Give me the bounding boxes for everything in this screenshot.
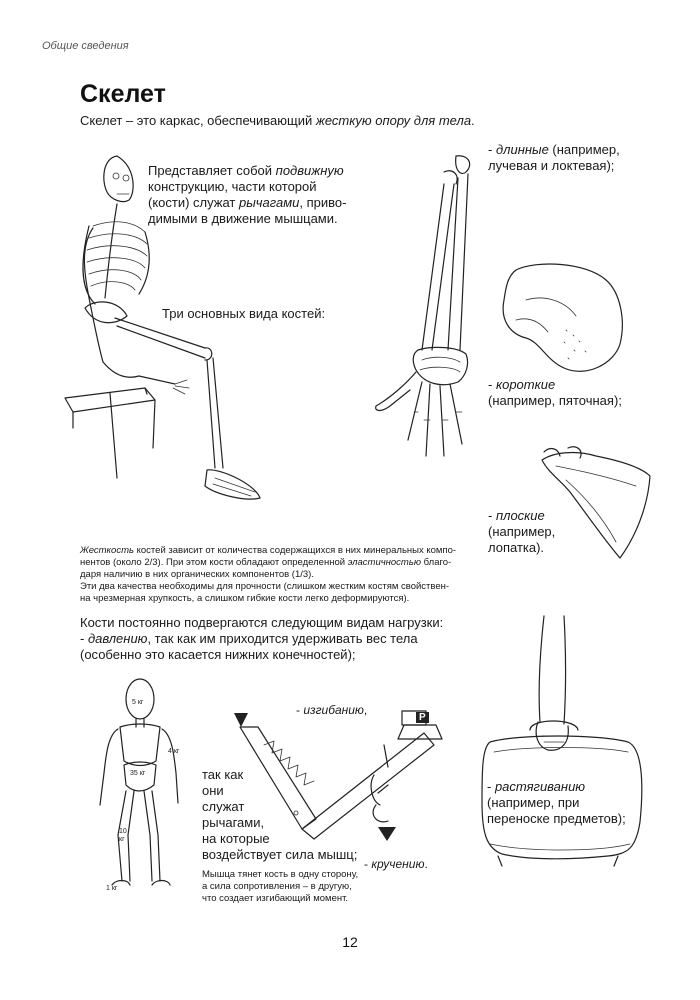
moment-note: Мышца тянет кость в одну сторону, а сила… — [202, 869, 359, 904]
page-title: Скелет — [80, 80, 166, 108]
page-number: 12 — [342, 934, 358, 950]
section-header: Общие сведения — [42, 40, 129, 52]
forearm-illustration — [375, 155, 471, 457]
mannequin-illustration — [99, 678, 179, 886]
intro-paragraph: Скелет – это каркас, обеспечивающий жест… — [80, 113, 475, 128]
weight-foot: 1 кг — [106, 885, 118, 892]
description-paragraph: Представляет собой подвижную конструкцию… — [148, 163, 347, 226]
scapula-illustration — [541, 446, 651, 559]
tension-label: - растягиванию (например, при переноске … — [487, 779, 626, 826]
short-bones-label: - короткие (например, пяточная); — [488, 377, 622, 408]
weight-leg-unit: кг — [119, 836, 125, 843]
weight-torso: 35 кг — [130, 770, 146, 777]
torsion-label: - кручению. — [364, 857, 428, 871]
loads-paragraph: Кости постоянно подвергаются следующим в… — [80, 615, 444, 662]
weight-head: 5 кг — [132, 699, 144, 706]
long-bones-label: - длинные (например, лучевая и локтевая)… — [488, 142, 620, 173]
bending-label: - изгибанию, — [296, 703, 368, 717]
suitcase-illustration — [481, 615, 643, 867]
stiffness-note: Жесткость костей зависит от количества с… — [80, 545, 457, 604]
skeleton-illustration — [64, 155, 261, 500]
weight-p-label: P — [416, 712, 429, 723]
weight-leg-value: 10 — [119, 828, 127, 835]
lever-paragraph: так как они служат рычагами, на которые … — [202, 767, 358, 862]
flat-bones-label: - плоские (например, лопатка). — [488, 508, 556, 555]
weight-arm: 4 кг — [168, 748, 180, 755]
calcaneus-illustration — [502, 263, 623, 372]
three-types-heading: Три основных вида костей: — [162, 306, 326, 321]
